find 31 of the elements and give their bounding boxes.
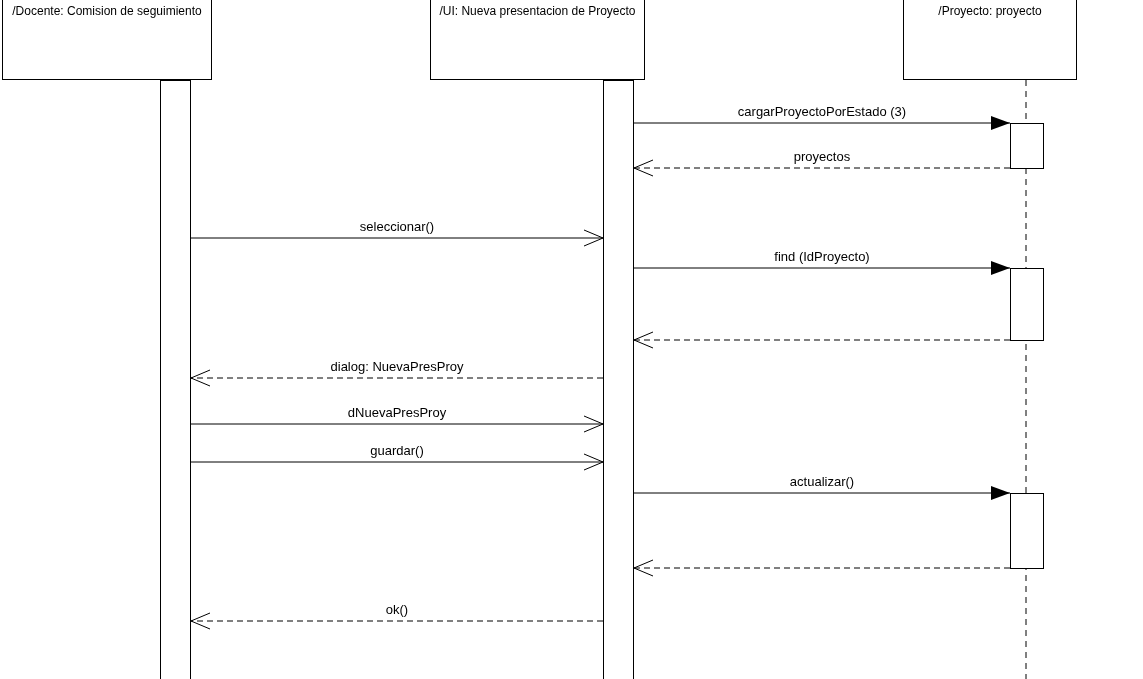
message-label: seleccionar() [357,219,437,234]
activation-bar [603,80,634,679]
activation-bar [160,80,191,679]
lifeline-name: /Docente: Comision de seguimiento [11,4,203,18]
message-arrow [190,415,604,433]
message-arrow [190,369,604,387]
message-label: actualizar() [787,474,857,489]
message-arrow [633,116,1011,130]
lifeline-name: /Proyecto: proyecto [937,4,1043,18]
message-arrow [633,331,1011,349]
message-arrow [633,159,1011,177]
message-label: cargarProyectoPorEstado (3) [735,104,909,119]
activation-bar [1010,123,1044,169]
activation-bar [1010,493,1044,569]
message-arrow [633,486,1011,500]
message-label: find (IdProyecto) [772,249,872,264]
message-arrow [190,612,604,630]
message-label: proyectos [791,149,853,164]
activation-bar [1010,268,1044,341]
message-arrow [633,559,1011,577]
message-arrow [190,453,604,471]
message-label: guardar() [368,443,426,458]
message-label: dNuevaPresProy [345,405,449,420]
message-arrow [190,229,604,247]
lifeline-name: /UI: Nueva presentacion de Proyecto [438,4,637,18]
message-label: ok() [383,602,411,617]
lifeline-header [2,0,212,80]
message-label: dialog: NuevaPresProy [328,359,466,374]
lifeline-header [903,0,1077,80]
lifeline-header [430,0,645,80]
message-arrow [633,261,1011,275]
